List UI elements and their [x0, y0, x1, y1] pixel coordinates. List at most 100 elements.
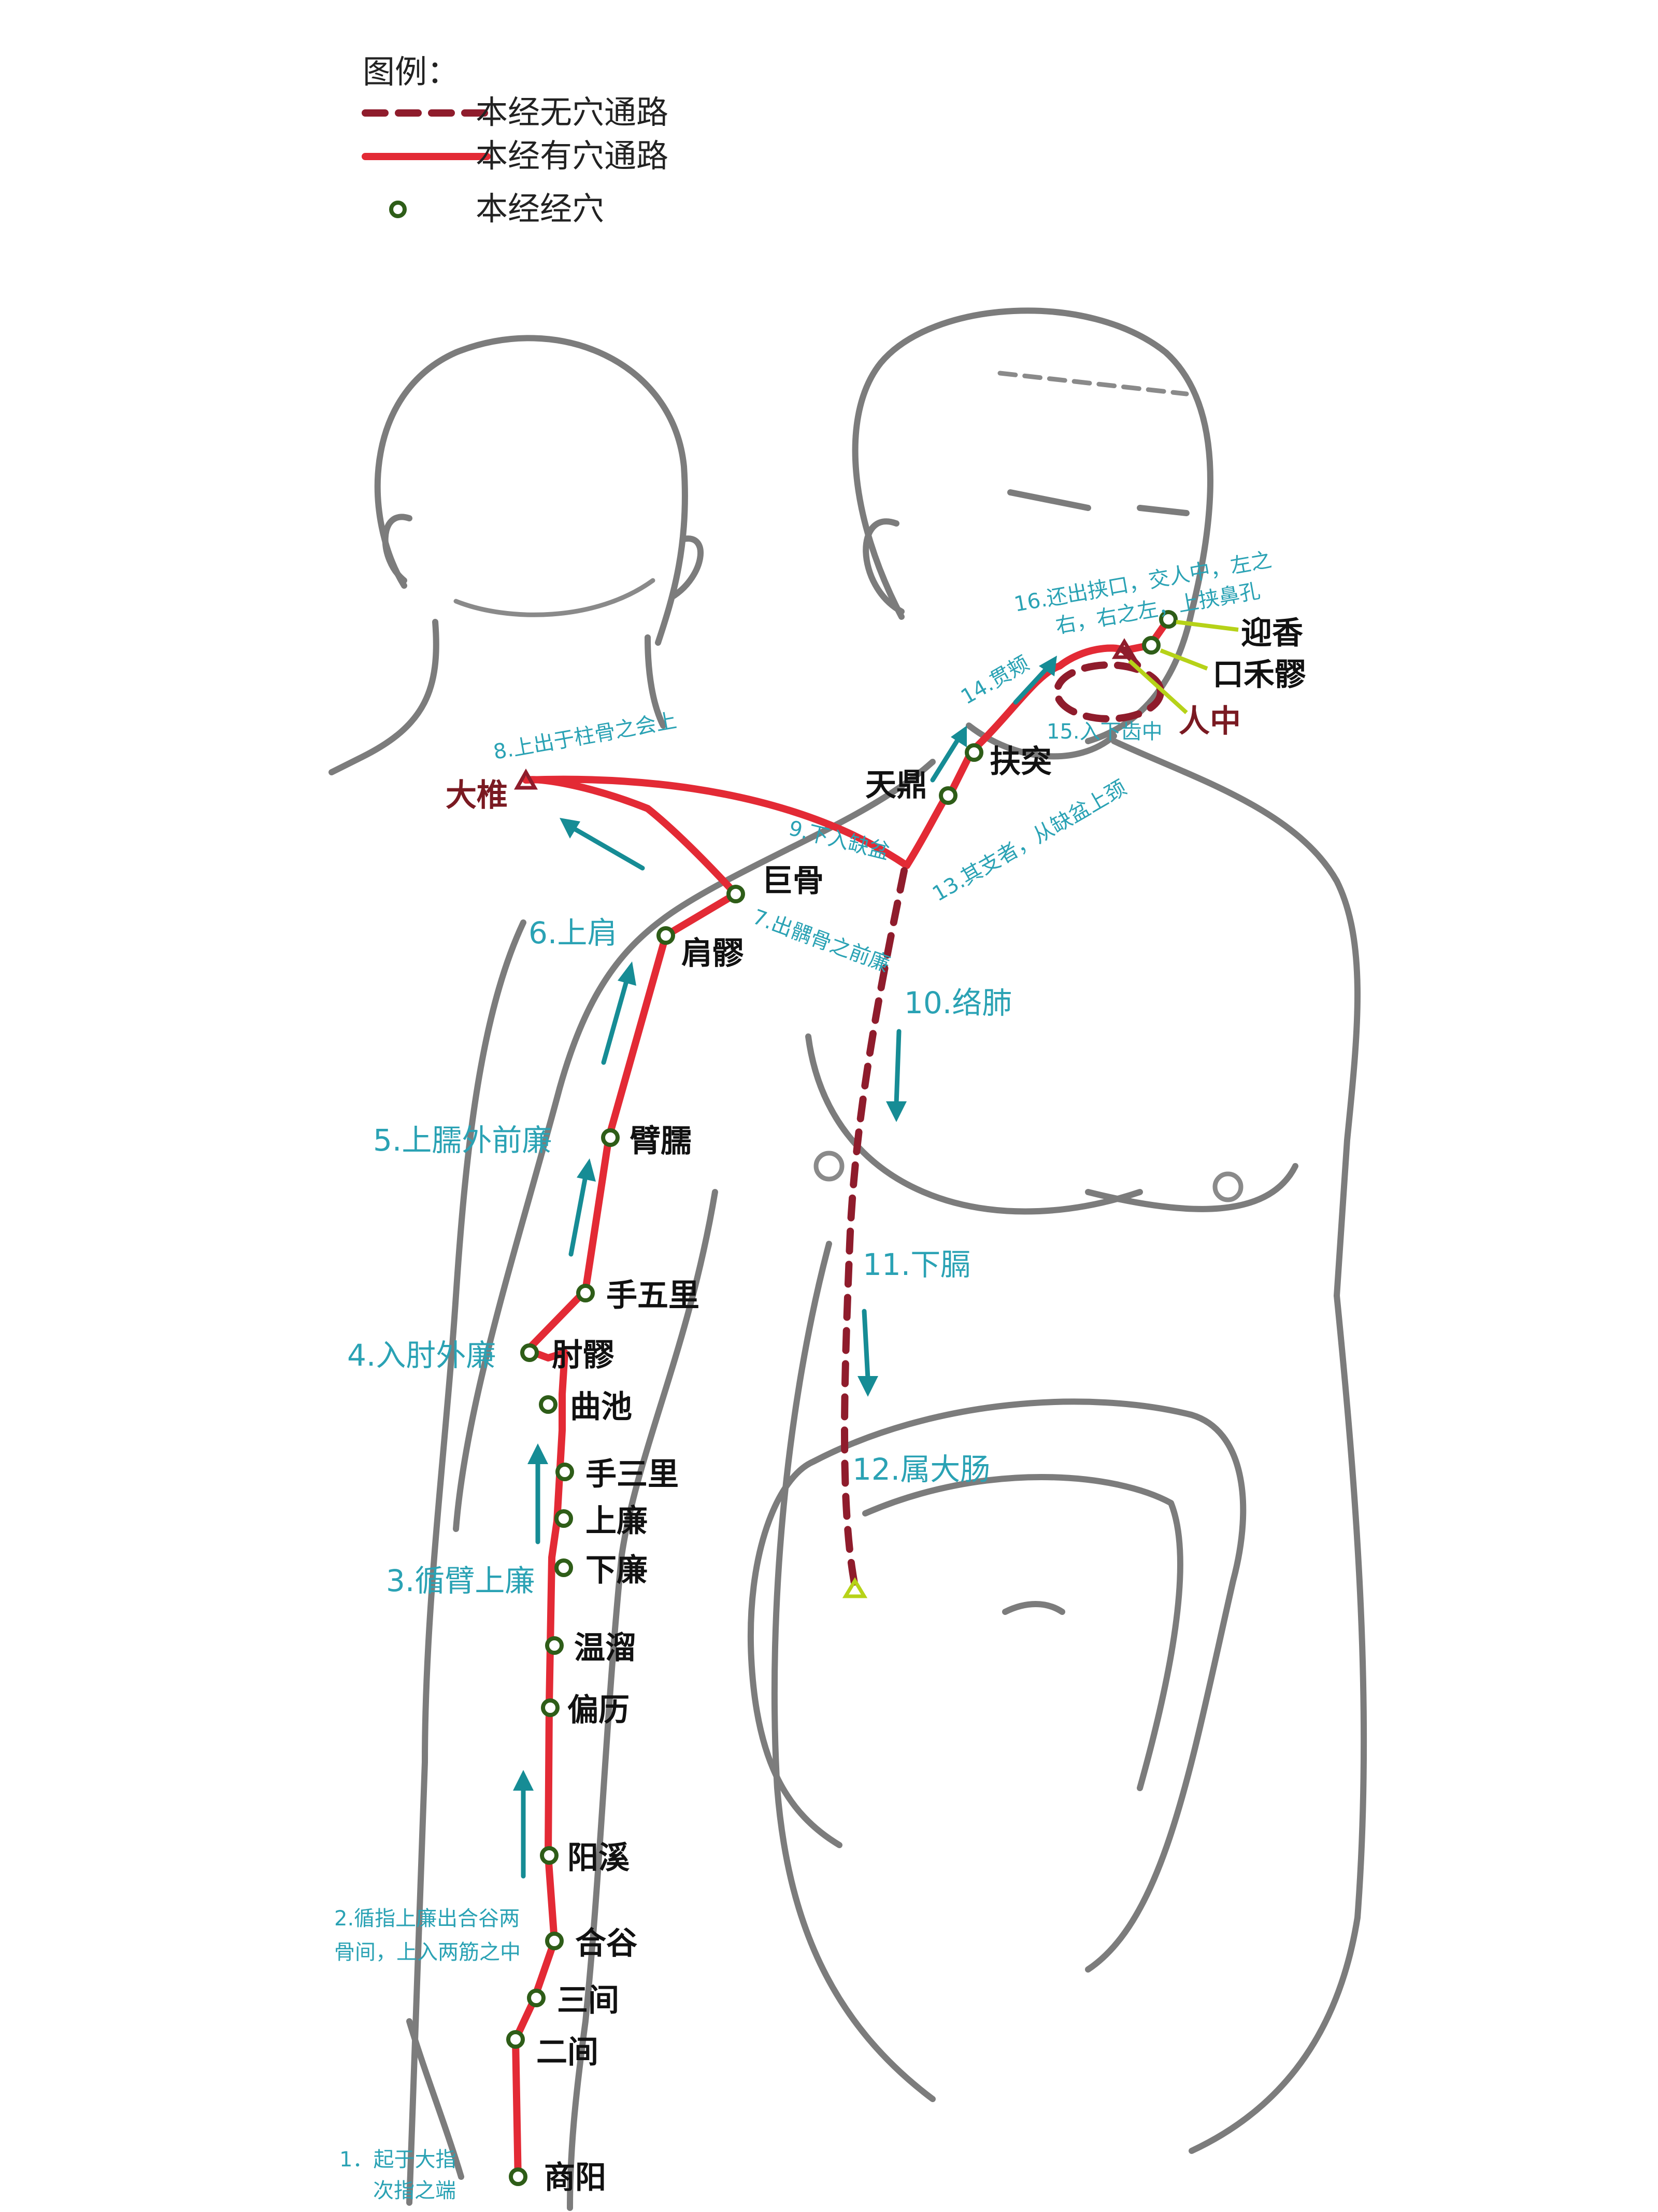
label-yingxiang: 迎香: [1241, 615, 1303, 651]
point-hegu: [545, 1932, 564, 1950]
front-ear-left: [863, 518, 905, 615]
colon-outline-inner: [862, 1474, 1183, 1791]
arrow-head-6: [886, 1101, 907, 1122]
arrow-head-9: [1039, 656, 1057, 676]
legend-title: 图例：: [363, 53, 459, 91]
front-eyebrow-right: [1137, 505, 1190, 516]
point-jianyu: [656, 926, 675, 945]
back-neck-shoulder: [328, 619, 439, 775]
legend-label-dashed: 本经无穴通路: [476, 93, 668, 131]
point-shangyang: [509, 2167, 527, 2186]
step-5: 5.上臑外前廉: [373, 1123, 552, 1158]
step-13: 13.其支者，从缺盆上颈: [928, 776, 1131, 906]
marker-renzhong-triangle: [1111, 638, 1137, 659]
left-torso-side: [771, 1241, 936, 2102]
mouth-loop: [1053, 661, 1164, 722]
arrow-head-2: [527, 1443, 548, 1464]
back-hairline: [453, 578, 655, 617]
arm-inner-outline: [567, 1189, 718, 2211]
point-shousanli: [555, 1463, 574, 1481]
legend-point-icon: [389, 201, 407, 218]
right-torso-side: [1189, 1293, 1367, 2154]
back-ear-right: [670, 535, 704, 599]
dazhui-to-quepen: [522, 775, 910, 869]
label-shanglian: 上廉: [585, 1503, 648, 1539]
right-pectoral: [1085, 1163, 1298, 1212]
back-head-outline: [374, 335, 688, 646]
front-head-outline: [852, 307, 1213, 744]
step-6: 6.上肩: [528, 915, 617, 951]
legend-label-point: 本经经穴: [476, 190, 604, 228]
leader-kouheliao: [1160, 648, 1208, 671]
label-zhouliao: 肘髎: [552, 1337, 614, 1373]
legend: 图例： 本经无穴通路 本经有穴通路 本经经穴: [362, 53, 668, 228]
arm-outer-outline: [406, 919, 526, 2206]
label-quchi: 曲池: [570, 1389, 632, 1425]
point-sanjian: [527, 1989, 546, 2007]
label-tianding: 天鼎: [865, 767, 927, 803]
arrow-diaphragm-down: [862, 1309, 870, 1381]
right-shoulder: [1111, 738, 1361, 1299]
point-pianli: [541, 1698, 560, 1717]
point-xialian: [554, 1558, 573, 1577]
point-futu: [965, 743, 983, 762]
label-yangxi: 阳溪: [567, 1840, 630, 1876]
label-kouheliao: 口禾髎: [1212, 657, 1306, 693]
point-quchi: [539, 1395, 558, 1414]
shoulder-line: [453, 759, 936, 1532]
step-10: 10.络肺: [904, 985, 1012, 1020]
acupoint-labels: 商阳 二间 三间 合谷 阳溪 偏历 温溜 下廉 上廉 手三里 曲池 肘髎 手五里…: [446, 615, 1306, 2196]
step-2a: 2.循指上廉出合谷两: [334, 1907, 520, 1931]
label-shangyang: 商阳: [544, 2160, 606, 2196]
step-4: 4.入肘外廉: [347, 1338, 496, 1373]
legend-label-solid: 本经有穴通路: [476, 137, 668, 175]
hand-arm-channel: [512, 890, 739, 2186]
step-15: 15.入下齿中: [1047, 720, 1163, 744]
point-wenliu: [545, 1636, 564, 1655]
label-jianyu: 肩髎: [681, 935, 744, 972]
right-nipple: [1212, 1171, 1243, 1202]
label-erjian: 二间: [536, 2034, 598, 2071]
front-eyebrow-left: [1007, 489, 1091, 511]
philtrum-dash: [1121, 647, 1149, 677]
step-7: 7.出髃骨之前廉: [750, 905, 893, 976]
marker-colon-triangle: [842, 1577, 868, 1598]
colon-outline-outer: [747, 1398, 1247, 1973]
arrow-upperarm-up: [601, 977, 630, 1065]
step-1a: 1．起于大指: [339, 2148, 456, 2172]
step-3: 3.循臂上廉: [386, 1563, 535, 1598]
leader-renzhong: [1128, 659, 1188, 714]
leader-lines: [1128, 620, 1239, 714]
label-dazhui: 大椎: [446, 777, 508, 814]
step-1b: 次指之端: [373, 2179, 456, 2203]
arrow-elbow-up: [568, 1174, 588, 1257]
hand-outline: [406, 2018, 464, 2180]
leader-yingxiang: [1176, 620, 1239, 632]
lung-colon-descent: [841, 867, 908, 1590]
marker-dazhui-triangle: [513, 768, 538, 790]
arrow-head-3: [577, 1158, 596, 1182]
left-pectoral: [805, 1033, 1143, 1215]
label-shouwuli: 手五里: [606, 1278, 699, 1314]
arrow-shoulder-up: [573, 827, 645, 871]
point-erjian: [506, 2030, 525, 2049]
label-hegu: 合谷: [575, 1925, 637, 1962]
arrow-head-5: [560, 818, 580, 839]
arrow-head-1: [513, 1770, 534, 1791]
step-12: 12.属大肠: [852, 1452, 990, 1487]
label-binao: 臂臑: [630, 1123, 692, 1159]
point-kouheliao: [1142, 636, 1161, 655]
arrow-head-4: [618, 961, 636, 986]
point-yingxiang: [1159, 610, 1178, 629]
label-pianli: 偏历: [567, 1692, 630, 1728]
label-sanjian: 三间: [557, 1982, 619, 2019]
point-jugu: [726, 885, 745, 903]
arrow-head-8: [951, 726, 967, 747]
back-neck-right: [645, 634, 666, 729]
label-shousanli: 手三里: [585, 1456, 679, 1493]
acupoint-markers: [506, 610, 1178, 2186]
label-wenliu: 温溜: [574, 1630, 636, 1666]
arrow-neck-up: [930, 736, 961, 783]
direction-arrows: [513, 656, 1057, 1879]
point-tianding: [939, 786, 957, 805]
